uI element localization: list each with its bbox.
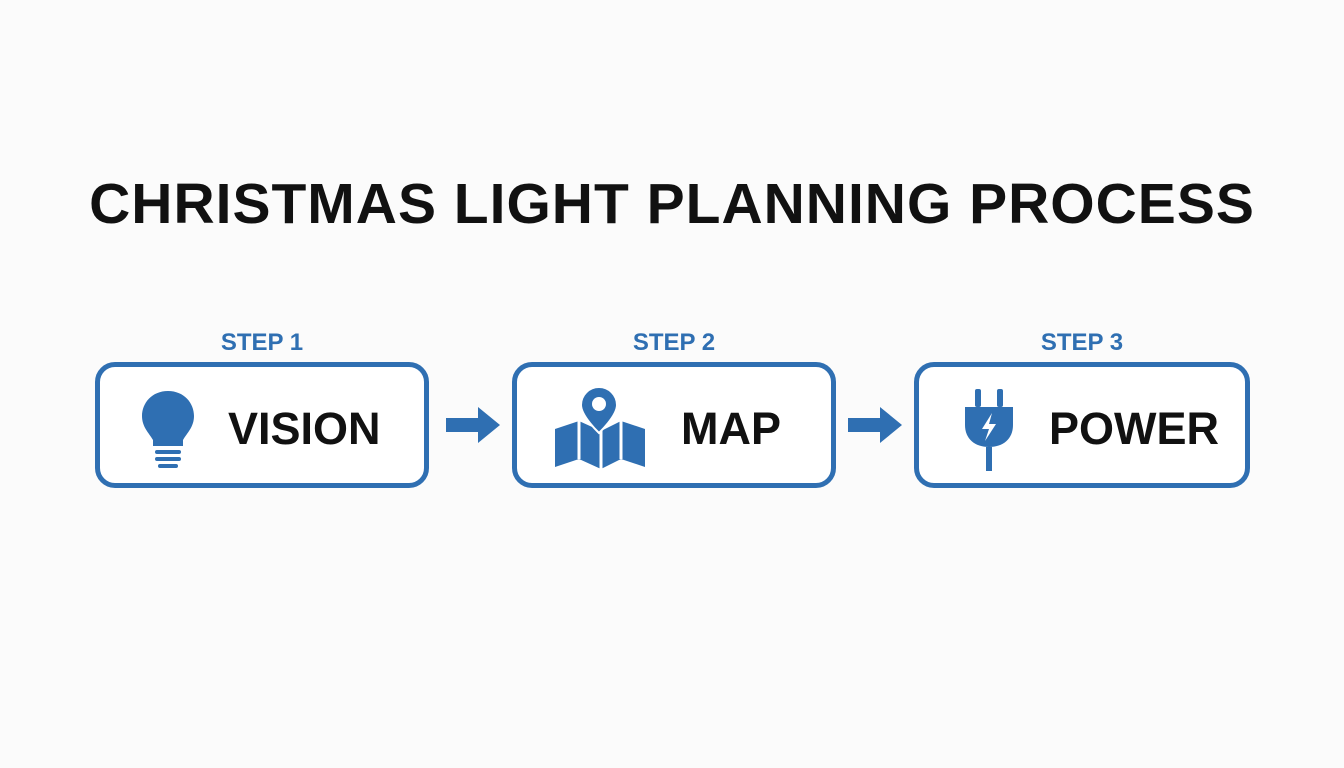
lightbulb-icon: [142, 391, 194, 468]
step-1-name: VISION: [228, 403, 381, 454]
step-3-name: POWER: [1049, 403, 1220, 454]
page-title: CHRISTMAS LIGHT PLANNING PROCESS: [89, 172, 1255, 236]
plug-icon: [965, 389, 1013, 471]
arrow-right-icon: [446, 407, 500, 443]
step-3-label: STEP 3: [1040, 329, 1124, 356]
step-2-name: MAP: [681, 403, 781, 454]
arrow-right-icon: [848, 407, 902, 443]
step-3-box: POWER: [914, 362, 1250, 488]
step-2-box: MAP: [512, 362, 836, 488]
map-pin-icon: [555, 385, 645, 469]
step-2-label: STEP 2: [632, 329, 716, 356]
step-1-label: STEP 1: [220, 329, 304, 356]
step-1-box: VISION: [95, 362, 429, 488]
